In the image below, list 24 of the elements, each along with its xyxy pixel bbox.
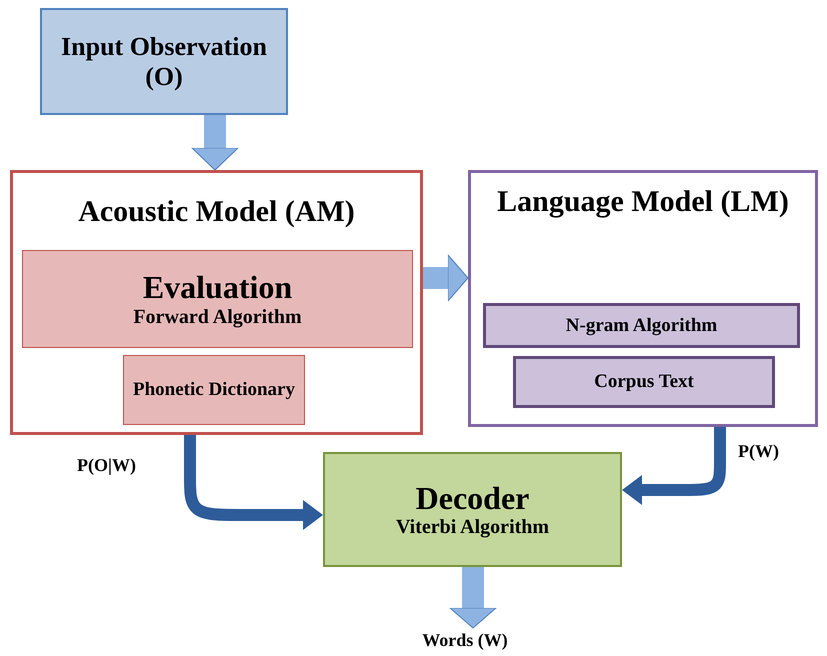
arrow bbox=[450, 567, 496, 628]
box-title: Phonetic Dictionary bbox=[132, 379, 295, 401]
panel-title: Language Model (LM) bbox=[497, 185, 789, 220]
arrow bbox=[423, 254, 468, 302]
model-panel bbox=[468, 170, 818, 427]
process-box bbox=[483, 303, 800, 348]
output-text: Words (W) bbox=[422, 630, 508, 650]
box-title: Corpus Text bbox=[594, 371, 694, 393]
process-box bbox=[22, 250, 413, 348]
box-title: Evaluation bbox=[142, 269, 292, 306]
arrow bbox=[184, 435, 323, 530]
box-subtitle: Forward Algorithm bbox=[133, 306, 302, 329]
input-box bbox=[40, 8, 288, 115]
process-box bbox=[513, 356, 775, 408]
box-title: Input Observation (O) bbox=[60, 32, 268, 92]
process-box bbox=[123, 355, 305, 425]
box-subtitle: Viterbi Algorithm bbox=[396, 516, 550, 540]
panel-title: Acoustic Model (AM) bbox=[78, 195, 355, 230]
model-panel bbox=[10, 170, 423, 435]
box-title: Decoder bbox=[416, 480, 530, 516]
decoder-box bbox=[323, 452, 622, 567]
arrow bbox=[622, 427, 726, 505]
arrow bbox=[192, 115, 238, 170]
box-title: N-gram Algorithm bbox=[566, 314, 718, 336]
